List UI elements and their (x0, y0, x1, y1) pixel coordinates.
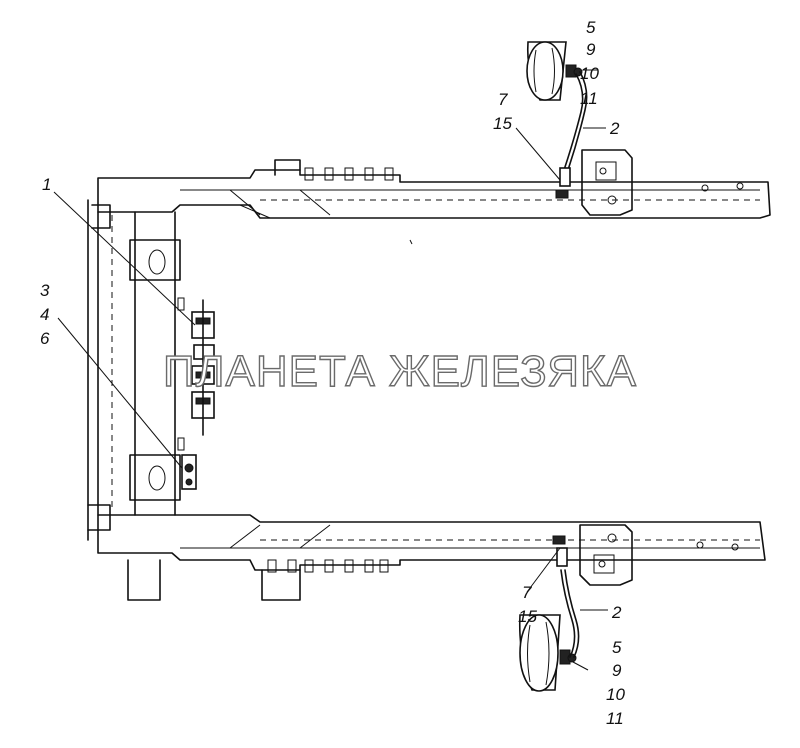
callout-7-top: 7 (498, 90, 508, 109)
callout-15-top: 15 (493, 114, 512, 133)
upper-brake-chamber (526, 41, 633, 216)
leader-lines (53, 69, 608, 671)
callout-2-bottom: 2 (611, 603, 622, 622)
callout-2-top: 2 (609, 119, 620, 138)
lower-frame-rail (97, 514, 766, 601)
callout-9-top: 9 (586, 40, 596, 59)
callout-9-bottom: 9 (612, 661, 622, 680)
callouts-top-right: 5 9 10 11 7 15 2 (493, 18, 620, 138)
lower-brake-chamber (518, 524, 633, 692)
callout-10-bottom: 10 (606, 685, 625, 704)
callout-6: 6 (40, 329, 50, 348)
callout-7-bottom: 7 (522, 583, 532, 602)
callout-5-top: 5 (586, 18, 596, 37)
callout-11-top: 11 (580, 89, 598, 108)
callout-5-bottom: 5 (612, 638, 622, 657)
callouts-bottom-right: 7 15 2 5 9 10 11 (518, 583, 625, 728)
callout-1: 1 (42, 175, 51, 194)
callout-15-bottom: 15 (518, 607, 537, 626)
callout-11-bottom: 11 (606, 709, 624, 728)
watermark-text: ПЛАНЕТА ЖЕЛЕЗЯКА (163, 347, 637, 396)
upper-frame-rail (97, 159, 771, 245)
front-cross-member (87, 199, 185, 541)
callouts-left: 1 3 4 6 (40, 175, 51, 348)
valve-assembly (181, 299, 215, 490)
callout-4: 4 (40, 305, 49, 324)
callout-10-top: 10 (580, 64, 599, 83)
callout-3: 3 (40, 281, 50, 300)
